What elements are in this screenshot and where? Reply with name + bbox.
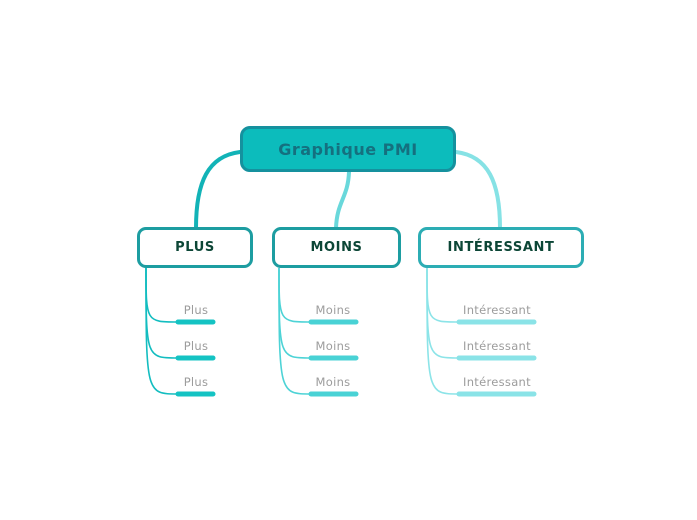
connector-root-moins [334, 170, 351, 230]
topic-node-interessant[interactable]: INTÉRESSANT [418, 227, 584, 268]
subtopic-plus-1[interactable]: Plus [183, 303, 209, 317]
subtopic-plus-3[interactable]: Plus [183, 375, 209, 389]
root-topic-label: Graphique PMI [278, 139, 418, 159]
topic-node-moins[interactable]: MOINS [272, 227, 401, 268]
subtopic-plus-2[interactable]: Plus [183, 339, 209, 353]
subtopic-moins-1[interactable]: Moins [315, 303, 351, 317]
subtopic-moins-2[interactable]: Moins [315, 339, 351, 353]
connector-plus-child-3 [145, 267, 179, 395]
topic-label-plus: PLUS [175, 240, 215, 255]
connector-interessant-child-3 [426, 267, 460, 395]
connector-root-interessant [454, 150, 502, 230]
topic-label-moins: MOINS [310, 240, 363, 255]
connector-root-plus [194, 150, 242, 230]
root-topic-node[interactable]: Graphique PMI [240, 126, 456, 172]
topic-node-plus[interactable]: PLUS [137, 227, 253, 268]
connector-moins-child-3 [278, 267, 312, 395]
subtopic-interessant-3[interactable]: Intéressant [463, 375, 531, 389]
subtopic-interessant-2[interactable]: Intéressant [463, 339, 531, 353]
topic-label-interessant: INTÉRESSANT [447, 240, 555, 255]
subtopic-moins-3[interactable]: Moins [315, 375, 351, 389]
subtopic-interessant-1[interactable]: Intéressant [463, 303, 531, 317]
